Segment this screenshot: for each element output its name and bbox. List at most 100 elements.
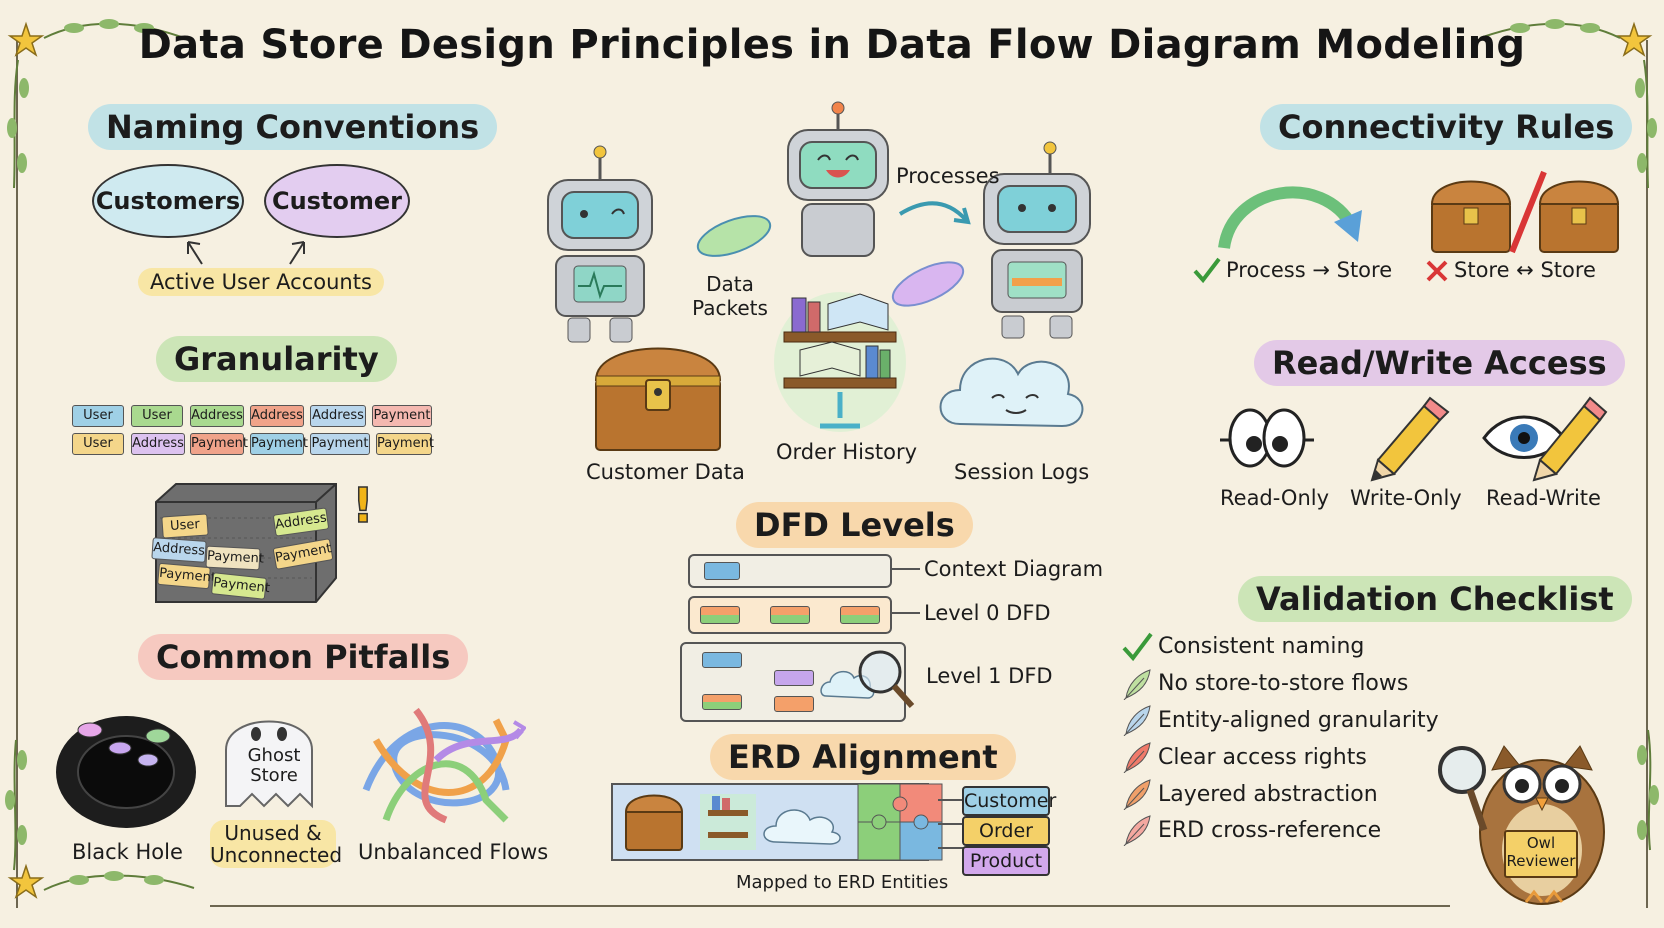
erd-alignment-heading: ERD Alignment: [710, 734, 1016, 780]
connectivity-rules-heading: Connectivity Rules: [1260, 104, 1633, 150]
box-chip: User: [161, 513, 209, 539]
connector-line: [890, 612, 920, 614]
box-chip: Payment: [205, 545, 264, 571]
granularity-chip: Address: [310, 405, 366, 427]
erd-entity-tag: Customer: [962, 786, 1056, 816]
data-packet-icon: [891, 261, 965, 307]
granularity-chip: Payment: [190, 433, 248, 455]
erd-entity-tag: Order: [962, 816, 1050, 846]
star-icon: [1615, 21, 1653, 57]
bubble-plural-name: Customers: [92, 164, 244, 238]
star-icon: [7, 863, 45, 899]
robot-left-icon: [547, 145, 653, 343]
valid-connection-label: Process → Store: [1226, 258, 1393, 282]
checklist-item: Clear access rights: [1158, 745, 1367, 770]
access-mode-label: Read-Write: [1486, 486, 1601, 510]
order-history-label: Order History: [776, 440, 918, 464]
validation-checklist-heading: Validation Checklist: [1238, 576, 1632, 622]
process-box: [702, 652, 742, 668]
checklist-item: Layered abstraction: [1158, 782, 1378, 807]
data-packets-label: Data Packets: [692, 272, 768, 320]
granularity-chip: Payment: [310, 433, 370, 455]
eyes-icon: [1220, 408, 1314, 468]
granularity-chip: User: [72, 405, 124, 427]
process-to-store-arrow-icon: [1218, 186, 1362, 250]
granularity-chip: Payment: [376, 433, 434, 455]
process-box: [774, 696, 814, 712]
box-chip: Payment: [157, 562, 216, 590]
robot-center-icon: [787, 101, 889, 257]
process-box: [700, 606, 740, 624]
bottom-divider: [210, 905, 1450, 907]
cloud-icon: [939, 357, 1084, 428]
access-mode-label: Read-Only: [1220, 486, 1330, 510]
granularity-chip: Address: [250, 405, 304, 427]
erd-connectors: [938, 799, 964, 849]
granularity-chip: User: [72, 433, 124, 455]
ghost-icon: [225, 720, 313, 809]
process-box: [702, 694, 742, 710]
checklist-item: No store-to-store flows: [1158, 671, 1409, 696]
checklist-item: Entity-aligned granularity: [1158, 708, 1439, 733]
session-logs-label: Session Logs: [954, 460, 1090, 484]
process-box: [704, 562, 740, 580]
level-0-bar: [688, 596, 892, 634]
ghost-store-text: Ghost Store: [247, 745, 301, 786]
connector-line: [890, 568, 920, 570]
granularity-chip: Payment: [250, 433, 308, 455]
erd-caption: Mapped to ERD Entities: [736, 872, 949, 893]
check-icon: [1122, 632, 1153, 662]
store-to-store-blocked-icon: [1430, 170, 1620, 254]
granularity-chip: User: [131, 405, 183, 427]
treasure-chest-icon: [594, 347, 722, 451]
bookshelf-icon: [774, 292, 906, 432]
pencil-icon: [1370, 396, 1450, 482]
feather-icon: [1123, 669, 1151, 700]
access-mode-label: Write-Only: [1350, 486, 1462, 510]
tangled-flows-icon: [362, 707, 526, 824]
read-write-access-heading: Read/Write Access: [1254, 340, 1625, 386]
process-box: [770, 606, 810, 624]
data-packet-icon: [696, 215, 772, 257]
feather-icon: [1123, 815, 1151, 846]
feather-icon: [1123, 705, 1151, 736]
naming-arrows: [187, 241, 305, 265]
process-arrow-icon: [898, 201, 971, 225]
dfd-level-label: Level 0 DFD: [924, 601, 1051, 625]
dfd-levels-heading: DFD Levels: [736, 502, 973, 548]
checklist-item: Consistent naming: [1158, 634, 1365, 659]
bubble-singular-name: Customer: [264, 164, 410, 238]
active-user-accounts-label: Active User Accounts: [138, 268, 384, 296]
corner-vine-bottom-left: [5, 739, 195, 899]
customer-data-label: Customer Data: [586, 460, 745, 484]
feather-icon: [1123, 779, 1151, 810]
checklist-item: ERD cross-reference: [1158, 818, 1382, 843]
owl-reviewer-icon: [1438, 745, 1605, 905]
common-pitfalls-heading: Common Pitfalls: [138, 634, 469, 680]
context-diagram-bar: [688, 554, 892, 588]
unbalanced-flows-label: Unbalanced Flows: [358, 840, 549, 864]
granularity-chip: Address: [190, 405, 244, 427]
erd-entity-tag: Product: [962, 846, 1050, 876]
puzzle-icon: [857, 783, 943, 861]
robot-right-icon: [983, 141, 1091, 339]
process-box: [840, 606, 880, 624]
feather-icon: [1123, 742, 1151, 773]
star-icon: [7, 21, 45, 57]
page-title: Data Store Design Principles in Data Flo…: [138, 22, 1526, 68]
eye-and-pencil-icon: [1482, 396, 1608, 482]
unused-unconnected-caption: Unused & Unconnected: [210, 820, 343, 868]
dfd-level-label: Context Diagram: [924, 557, 1104, 581]
check-icon: [1193, 257, 1221, 284]
processes-label: Processes: [896, 164, 1000, 188]
granularity-chip: Address: [131, 433, 185, 455]
cross-icon: [1426, 260, 1448, 282]
owl-reviewer-sign: Owl Reviewer: [1504, 830, 1578, 878]
box-chip: Address: [151, 537, 207, 563]
process-box: [774, 670, 814, 686]
granularity-heading: Granularity: [156, 336, 397, 382]
invalid-connection-label: Store ↔ Store: [1454, 258, 1596, 282]
warning-exclamation: !: [351, 477, 374, 535]
corner-vine-top-right: [1479, 19, 1657, 189]
naming-conventions-heading: Naming Conventions: [88, 104, 498, 150]
